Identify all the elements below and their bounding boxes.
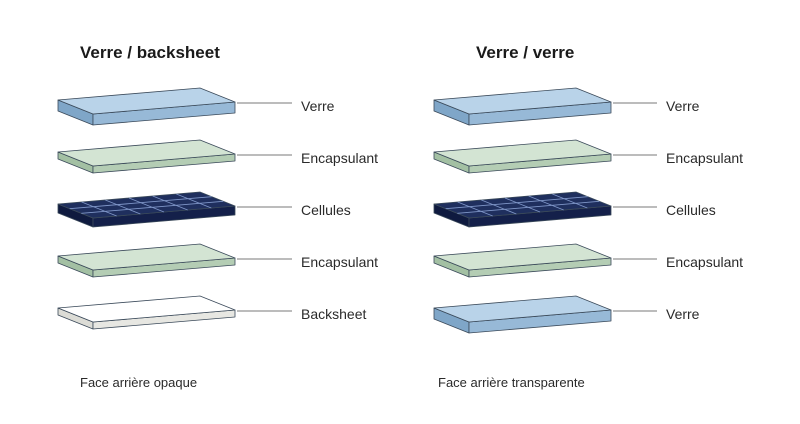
layer-top-face xyxy=(433,295,612,323)
layer-label: Encapsulant xyxy=(301,254,379,270)
cell-gridline xyxy=(105,199,141,215)
layer-label: Verre xyxy=(301,98,335,114)
layer-slab xyxy=(57,295,236,330)
layer-top-face xyxy=(433,87,612,115)
layer-top-face xyxy=(57,139,236,167)
layer-label: Encapsulant xyxy=(666,254,744,270)
layer-label: Backsheet xyxy=(301,306,367,322)
layer-slab xyxy=(433,243,612,278)
layer-label: Encapsulant xyxy=(666,150,744,166)
layer-label: Cellules xyxy=(666,202,716,218)
cell-gridline xyxy=(445,196,588,210)
cell-gridline xyxy=(152,195,188,211)
layer-label: Verre xyxy=(666,98,700,114)
cell-gridline xyxy=(504,197,541,213)
stack-caption-left: Face arrière opaque xyxy=(80,375,198,390)
cell-gridline xyxy=(552,193,588,209)
cell-gridline xyxy=(481,199,517,215)
cell-gridline xyxy=(176,193,212,209)
layer-top-face xyxy=(433,139,612,167)
cell-gridline xyxy=(457,200,600,214)
stack-caption-right: Face arrière transparente xyxy=(438,375,585,390)
layer-slab xyxy=(57,191,236,228)
layer-label: Encapsulant xyxy=(301,150,379,166)
layer-top-face xyxy=(433,243,612,271)
cell-gridline xyxy=(457,201,493,217)
layer-label: Verre xyxy=(666,306,700,322)
cell-gridline xyxy=(81,200,224,214)
layer-top-face xyxy=(57,243,236,271)
cell-gridline xyxy=(69,196,212,210)
stack-left xyxy=(57,87,292,330)
layer-slab xyxy=(57,87,236,126)
layer-top-face xyxy=(57,295,236,323)
layer-slab xyxy=(57,139,236,174)
cell-gridline xyxy=(128,197,165,213)
layer-top-face xyxy=(57,87,236,115)
stack-title-right: Verre / verre xyxy=(476,43,575,62)
layer-slab xyxy=(433,87,612,126)
layer-slab xyxy=(57,243,236,278)
layer-label: Cellules xyxy=(301,202,351,218)
stack-right xyxy=(433,87,657,334)
layer-slab xyxy=(433,139,612,174)
layer-slab xyxy=(433,295,612,334)
cell-gridline xyxy=(81,201,117,217)
cell-gridline xyxy=(528,195,564,211)
layer-slab xyxy=(433,191,612,228)
stack-title-left: Verre / backsheet xyxy=(80,43,220,62)
